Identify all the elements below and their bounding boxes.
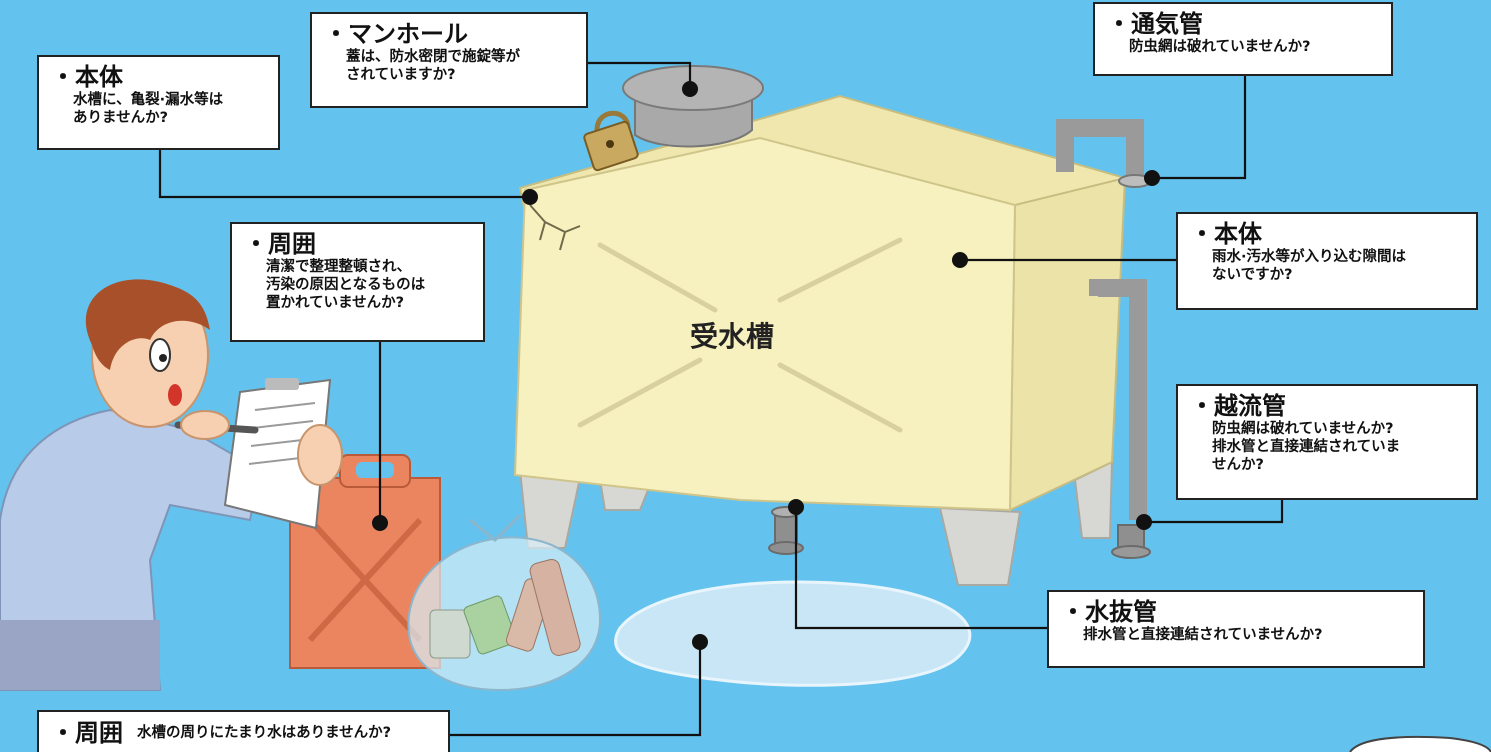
callout-vent: ・通気管 防虫網は破れていませんか? — [1093, 2, 1393, 76]
callout-manhole: ・マンホール 蓋は、防水密閉で施錠等が されていますか? — [310, 12, 588, 108]
callout-text: 排水管と直接連結されていませんか? — [1083, 627, 1323, 643]
callout-text: 蓋は、防水密閉で施錠等が — [346, 49, 520, 65]
callout-text: 清潔で整理整頓され、 — [266, 259, 412, 275]
callout-body-left: ・本体 水槽に、亀裂·漏水等は ありませんか? — [37, 55, 280, 150]
callout-text: 置かれていませんか? — [266, 295, 405, 311]
callout-text: せんか? — [1212, 457, 1264, 473]
callout-drain: ・水抜管 排水管と直接連結されていませんか? — [1047, 590, 1425, 668]
padlock-icon — [583, 110, 639, 172]
tank-side — [1008, 176, 1127, 512]
trash-bag — [407, 513, 602, 692]
vent-pipe — [1056, 119, 1144, 180]
callout-title: ・本体 — [1190, 220, 1262, 248]
callout-text: ありませんか? — [73, 110, 168, 126]
callout-text: 水槽に、亀裂·漏水等は — [73, 92, 224, 108]
clipboard-icon — [223, 378, 343, 530]
jerrycan — [289, 454, 441, 669]
callout-text: 防虫網は破れていませんか? — [1212, 421, 1394, 437]
inspector-person — [0, 279, 262, 691]
callout-text: ないですか? — [1212, 267, 1293, 283]
callout-text: 排水管と直接連結されていま — [1212, 439, 1401, 455]
callout-surround-top: ・周囲 清潔で整理整頓され、 汚染の原因となるものは 置かれていませんか? — [230, 222, 485, 342]
overflow-pipe — [1089, 279, 1151, 559]
crack — [529, 204, 581, 251]
callout-text: されていますか? — [346, 67, 456, 83]
callout-title: ・本体 — [51, 63, 123, 91]
callout-title: ・周囲 — [51, 719, 123, 747]
callout-body-right: ・本体 雨水·汚水等が入り込む隙間は ないですか? — [1176, 212, 1478, 310]
water-puddle — [614, 580, 972, 687]
callout-title: ・水抜管 — [1061, 598, 1157, 626]
callout-text: 水槽の周りにたまり水はありませんか? — [137, 725, 392, 741]
corner-circle — [1349, 735, 1491, 752]
callout-overflow: ・越流管 防虫網は破れていませんか? 排水管と直接連結されていま せんか? — [1176, 384, 1478, 500]
callout-text: 防虫網は破れていませんか? — [1129, 39, 1311, 55]
callout-title: ・周囲 — [244, 230, 316, 258]
leader-dot-icon — [372, 81, 1160, 650]
callout-text: 雨水·汚水等が入り込む隙間は — [1212, 249, 1407, 265]
callout-surround-bottom: ・周囲 水槽の周りにたまり水はありませんか? — [37, 710, 450, 752]
leader-lines — [158, 61, 1284, 737]
manhole — [622, 65, 764, 148]
pen-icon — [174, 410, 259, 440]
tank-front — [513, 136, 1017, 512]
callout-title: ・マンホール — [324, 20, 468, 48]
callout-text: 汚染の原因となるものは — [266, 277, 426, 293]
tank-label: 受水槽 — [690, 320, 775, 353]
callout-title: ・越流管 — [1190, 392, 1286, 420]
callout-title: ・通気管 — [1107, 10, 1203, 38]
